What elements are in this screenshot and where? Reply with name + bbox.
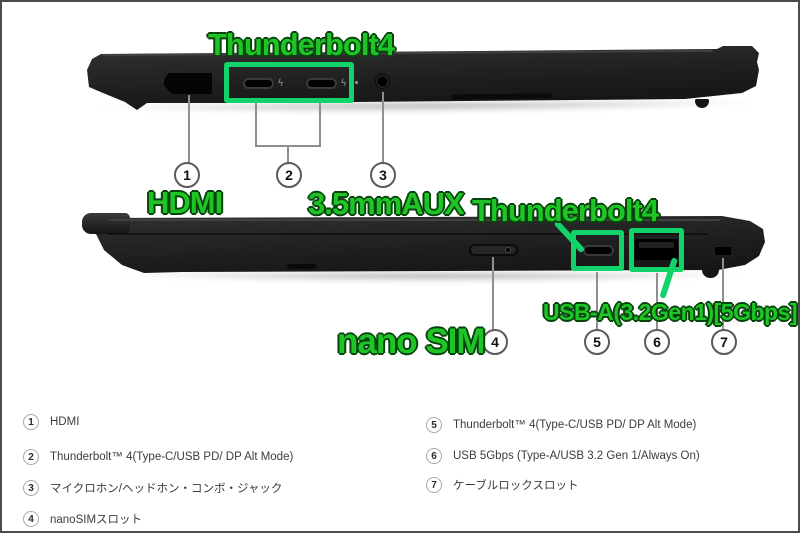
legend-num-5: 5 <box>426 417 442 433</box>
audio-jack-port <box>373 72 392 91</box>
callout-circle-6: 6 <box>644 329 670 355</box>
rubber-foot <box>695 99 709 108</box>
callout-circle-5: 5 <box>584 329 610 355</box>
legend-num-3: 3 <box>23 480 39 496</box>
callout-circle-4: 4 <box>482 329 508 355</box>
callout-circle-7: 7 <box>711 329 737 355</box>
label-thunderbolt-top: Thunderbolt4 <box>208 27 395 62</box>
callout-line-2c <box>287 146 289 163</box>
usb-a-tongue <box>639 242 674 248</box>
label-thunderbolt-bottom: Thunderbolt4 <box>472 193 659 228</box>
legend-label-6: USB 5Gbps (Type-A/USB 3.2 Gen 1/Always O… <box>453 450 700 462</box>
callout-line-2b <box>319 103 321 146</box>
legend-label-4: nanoSIMスロット <box>50 514 143 526</box>
legend-label-2: Thunderbolt™ 4(Type-C/USB PD/ DP Alt Mod… <box>50 451 294 463</box>
highlight-box-thunderbolt-right <box>571 230 624 271</box>
usb-c-port-1 <box>243 78 274 89</box>
thunderbolt-icon: ϟ <box>341 78 347 89</box>
highlight-box-thunderbolt-left <box>224 62 354 103</box>
usb-c-port-3 <box>583 245 614 256</box>
callout-line-2a <box>255 103 257 146</box>
legend-item-5: 5 Thunderbolt™ 4(Type-C/USB PD/ DP Alt M… <box>426 417 696 433</box>
callout-line-1 <box>188 95 190 163</box>
lid-edge-highlight <box>108 219 720 221</box>
callout-line-3 <box>382 92 384 163</box>
legend-item-7: 7 ケーブルロックスロット <box>426 477 578 493</box>
hdmi-port <box>164 73 212 94</box>
legend-item-3: 3 マイクロホン/ヘッドホン・コンボ・ジャック <box>23 480 282 496</box>
thunderbolt-icon: ϟ <box>278 78 284 89</box>
rubber-foot <box>702 268 719 278</box>
sim-eject-hole <box>506 248 510 252</box>
legend-item-6: 6 USB 5Gbps (Type-A/USB 3.2 Gen 1/Always… <box>426 448 700 464</box>
usb-c-port-2 <box>306 78 337 89</box>
usb-a-port <box>635 239 678 260</box>
status-led <box>355 81 358 84</box>
callout-circle-3: 3 <box>370 162 396 188</box>
vent-slot <box>287 264 317 269</box>
legend-item-4: 4 nanoSIMスロット <box>23 511 142 527</box>
callout-circle-2: 2 <box>276 162 302 188</box>
legend-num-4: 4 <box>23 511 39 527</box>
legend-num-6: 6 <box>426 448 442 464</box>
legend-label-7: ケーブルロックスロット <box>453 480 579 492</box>
legend-label-3: マイクロホン/ヘッドホン・コンボ・ジャック <box>50 483 283 495</box>
legend-label-5: Thunderbolt™ 4(Type-C/USB PD/ DP Alt Mod… <box>453 419 697 431</box>
laptop-shadow <box>122 273 742 283</box>
security-lock-slot <box>713 245 733 257</box>
callout-line-5 <box>596 272 598 330</box>
legend-num-7: 7 <box>426 477 442 493</box>
lid-body-seam <box>108 233 708 235</box>
legend-item-2: 2 Thunderbolt™ 4(Type-C/USB PD/ DP Alt M… <box>23 449 293 465</box>
hinge-bump <box>82 213 130 234</box>
label-hdmi: HDMI <box>147 185 223 220</box>
label-aux: 3.5mmAUX <box>308 186 465 221</box>
callout-line-4 <box>492 257 494 330</box>
callout-circle-1: 1 <box>174 162 200 188</box>
nano-sim-tray <box>469 244 518 256</box>
callout-line-7 <box>722 258 724 330</box>
label-nano-sim: nano SIM <box>337 322 486 361</box>
highlight-box-usb-a <box>629 228 684 272</box>
label-usb-a: USB-A(3.2Gen1)[5Gbps] <box>543 299 798 325</box>
legend-label-1: HDMI <box>50 416 80 428</box>
callout-line-6 <box>656 273 658 330</box>
legend-num-1: 1 <box>23 414 39 430</box>
legend-item-1: 1 HDMI <box>23 414 79 430</box>
legend-num-2: 2 <box>23 449 39 465</box>
